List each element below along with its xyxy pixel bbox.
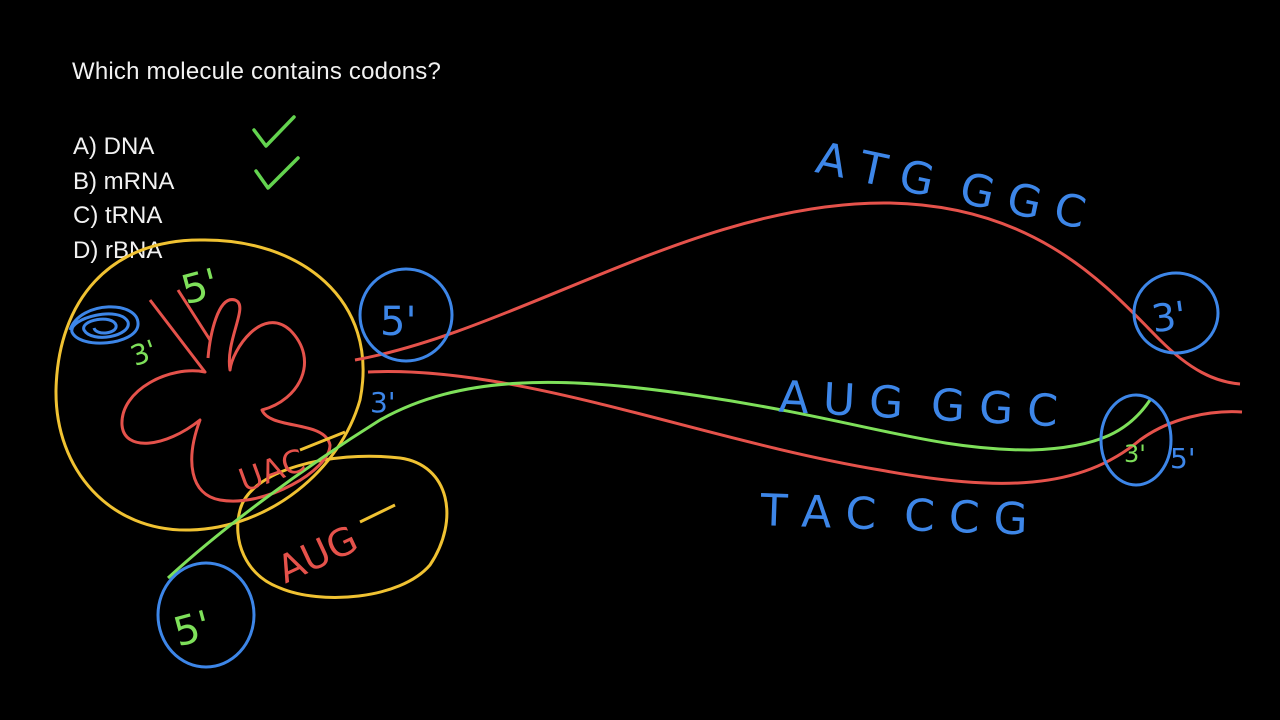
dna-bottom-strand [367, 370, 1243, 485]
ribosome-large-subunit [54, 238, 365, 532]
five-prime-mrna-circle [156, 561, 256, 669]
dna-bottom-three-prime-label: 3' [370, 386, 396, 419]
mrna-three-prime-label: 3' [1124, 440, 1146, 468]
ribosome-codon-label: AUG [270, 517, 364, 592]
mrna-five-prime-label: 5' [169, 602, 216, 656]
mrna-codons: A U G G G C [778, 372, 1060, 438]
check-mark-a [252, 115, 296, 148]
dna-bottom-codons: T A C C C G [759, 485, 1029, 545]
five-prime-dna-circle [358, 267, 454, 363]
dna-top-strand [354, 201, 1241, 386]
trna-three-prime-label: 3' [126, 333, 161, 373]
dna-top-codons: A T G G G C [812, 133, 1091, 240]
dna-three-prime-label: 3' [1149, 293, 1189, 341]
option-a: A) DNA [73, 133, 155, 160]
three-prime-mrna-circle [1099, 393, 1173, 487]
question-text: Which molecule contains codons? [72, 58, 442, 85]
trna-cloverleaf [120, 298, 332, 503]
dna-bottom-five-prime-label: 5' [1170, 442, 1196, 475]
mrna-strand [166, 380, 1152, 580]
option-b: B) mRNA [73, 167, 175, 195]
three-prime-dna-circle [1132, 271, 1220, 355]
anticodon-underline [299, 430, 346, 452]
trna-acceptor-stem [176, 289, 212, 341]
codon-underline [359, 503, 396, 524]
dna-five-prime-label: 5' [380, 299, 416, 345]
trna-five-prime-label: 5' [177, 260, 224, 314]
option-c: C) tRNA [73, 202, 163, 229]
answer-options: A) DNA B) mRNA C) tRNA D) rBNA [73, 130, 174, 268]
check-mark-b [254, 156, 300, 190]
option-d: D) rBNA [73, 236, 163, 264]
amino-acid-scribble [68, 305, 140, 345]
